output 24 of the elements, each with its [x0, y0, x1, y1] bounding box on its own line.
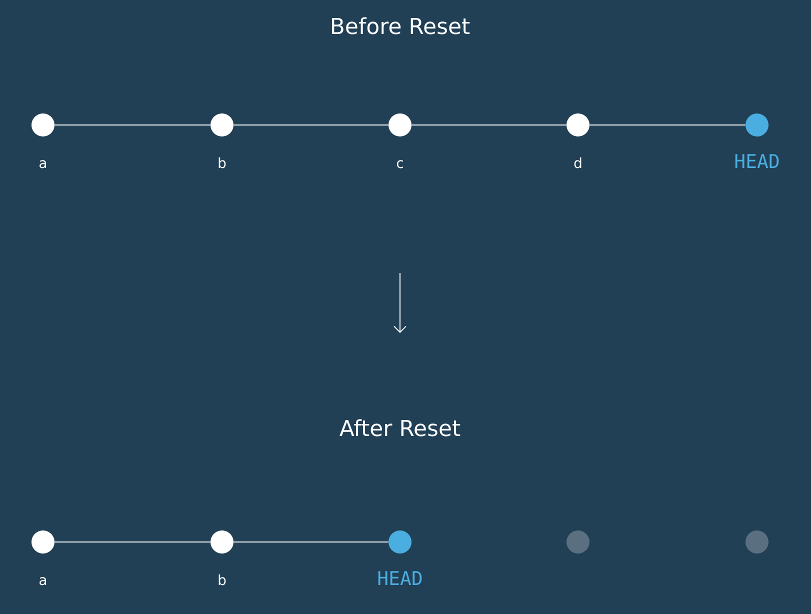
head-label: HEAD [735, 154, 779, 168]
commit-label: c [396, 160, 403, 168]
connector-line [54, 124, 211, 126]
commit-circle [388, 530, 412, 554]
commit-label: a [40, 577, 46, 586]
connector-line [233, 124, 389, 126]
commit-circle [746, 530, 768, 554]
connector-line [589, 124, 746, 126]
connector-line [411, 124, 567, 126]
head-label: HEAD [378, 571, 422, 585]
commit-circle [566, 530, 590, 554]
commit-circle [210, 530, 234, 554]
commit-circle [32, 530, 54, 554]
commit-label: a [40, 160, 46, 168]
commit-circle [746, 114, 768, 136]
commit-label: d [574, 157, 582, 168]
section-title: After Reset [340, 419, 460, 436]
section-title: Before Reset [332, 17, 470, 34]
commit-circle [210, 114, 234, 136]
commit-label: b [218, 157, 226, 168]
commit-circle [566, 114, 590, 136]
commit-label: b [218, 574, 226, 586]
commit-circle [32, 114, 54, 136]
commit-circle [388, 114, 412, 136]
